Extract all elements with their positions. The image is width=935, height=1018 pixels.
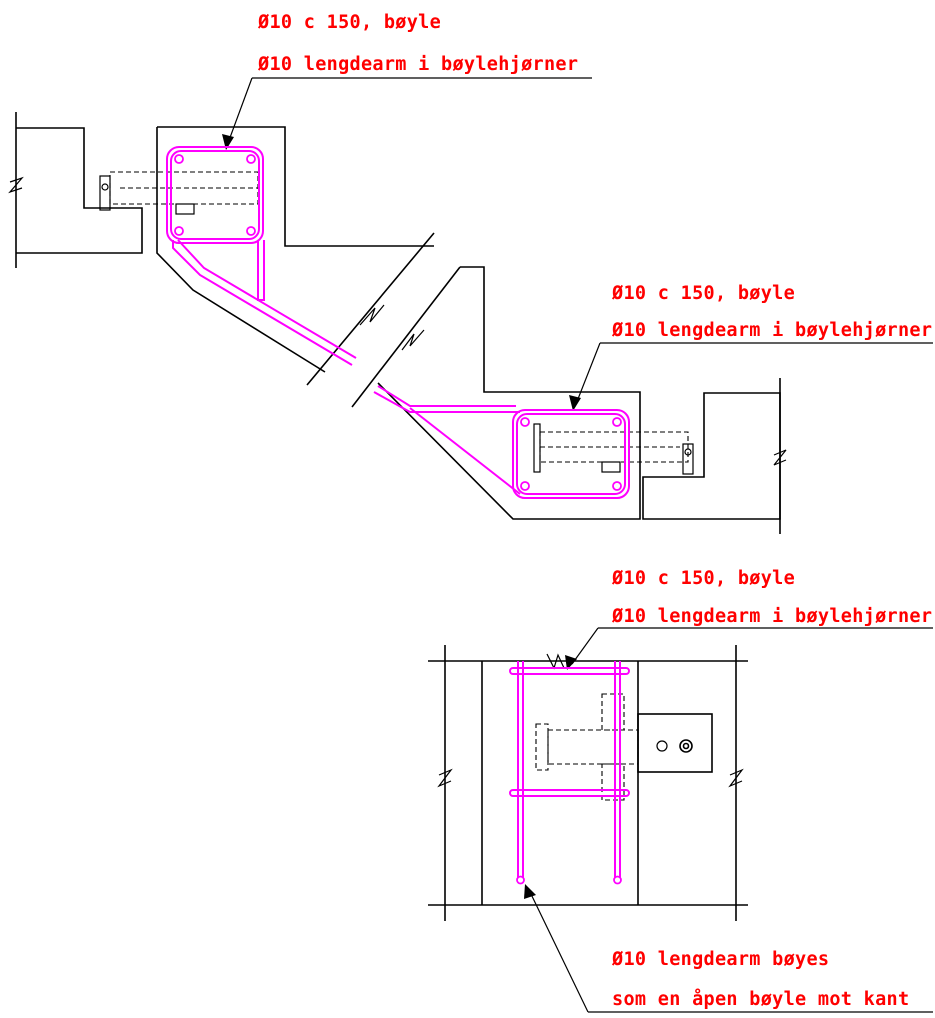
detail-3-top-break-symbol: [546, 653, 565, 670]
detail-1-label-stirrup: Ø10 c 150, bøyle: [257, 12, 441, 33]
detail-2-stirrup: [512, 409, 630, 499]
detail-2-pad: [601, 461, 621, 473]
detail-4-label-line-1: Ø10 lengdearm bøyes: [611, 949, 829, 970]
detail-3-label-stirrup: Ø10 c 150, bøyle: [611, 568, 795, 589]
detail-3-rebar-left: [517, 661, 524, 880]
detail-1-longbar-br: [246, 226, 256, 236]
detail-1-stirrup-inner: [170, 150, 260, 240]
detail-1-leader-line: [227, 77, 253, 144]
detail-2-bolt-head-icon: [684, 448, 692, 456]
detail-2-label-stirrup: Ø10 c 150, bøyle: [611, 283, 795, 304]
detail-4-leader-line: [529, 891, 589, 1013]
detail-2-label-longitudinal: Ø10 lengdearm i bøylehjørner: [611, 320, 932, 341]
detail-2-anchor-bolt: [682, 443, 694, 475]
detail-2-end-plate: [533, 423, 541, 473]
detail-3-bracket-plate: [637, 713, 713, 773]
detail-2-break-symbol: [773, 449, 787, 466]
detail-2-flight-bar-diagonal: [409, 407, 521, 495]
detail-2-leader-line: [575, 342, 601, 405]
detail-3-leader-line: [571, 627, 599, 665]
detail-2-lower-landing: Ø10 c 150, bøyle Ø10 lengdearm i bøylehj…: [351, 266, 933, 534]
detail-3-dowel-body: [547, 729, 639, 765]
detail-1-longbar-tl: [174, 154, 184, 164]
detail-4-arrowhead: [524, 884, 536, 899]
detail-3-bolt-hole-icon: [656, 740, 668, 752]
detail-4-label-line-2: som en åpen bøyle mot kant: [612, 988, 909, 1010]
detail-3-bolt-icon: [679, 739, 693, 753]
detail-3-rebar-end-right: [613, 875, 622, 885]
detail-3-rebar-end-left: [516, 875, 525, 885]
detail-3-right-break-symbol: [728, 768, 744, 788]
detail-2-flight-bar-top: [373, 391, 520, 413]
detail-2-flight-bar-top-2: [377, 385, 516, 407]
detail-3-stirrup-top: [509, 667, 630, 675]
detail-3-bottom-lug: [601, 763, 625, 801]
detail-1-section-break-symbol: [359, 304, 385, 326]
detail-1-longbar-tr: [246, 154, 256, 164]
detail-1-section-break-line: [306, 232, 435, 386]
detail-1-longbar-bl: [174, 226, 184, 236]
detail-3-left-break-symbol: [437, 768, 453, 788]
detail-1-stair-outline: [156, 126, 434, 373]
detail-1-flight-bar-bottom-2: [177, 239, 357, 359]
detail-3-end-plate: [535, 723, 549, 771]
detail-1-flight-bar-bottom: [172, 240, 353, 366]
detail-3-plan-view: Ø10 c 150, bøyle Ø10 lengdearm i bøylehj…: [428, 568, 933, 921]
detail-3-label-longitudinal: Ø10 lengdearm i bøylehjørner: [611, 606, 932, 627]
detail-2-longbar-br: [612, 481, 622, 491]
detail-2-section-break-line: [351, 266, 461, 408]
detail-2-stirrup-inner: [516, 413, 626, 495]
detail-1-stirrup: [166, 146, 264, 244]
detail-1-break-symbol: [8, 176, 24, 194]
detail-1-label-longitudinal: Ø10 lengdearm i bøylehjørner: [257, 54, 578, 75]
detail-3-arrowhead: [565, 655, 577, 670]
detail-2-right-slab: [642, 392, 781, 520]
detail-3-top-lug: [601, 693, 625, 731]
detail-2-section-break-symbol: [401, 329, 425, 351]
detail-2-longbar-tl: [520, 417, 530, 427]
detail-1-flight-bar-top: [257, 240, 265, 301]
detail-3-stirrup-bottom: [509, 789, 630, 797]
detail-2-arrowhead: [569, 395, 581, 411]
detail-3-rebar-right: [614, 661, 621, 880]
detail-1-pad: [175, 203, 195, 215]
detail-1-left-slab: [16, 127, 143, 254]
detail-2-stair-outline: [377, 266, 641, 520]
detail-2-longbar-bl: [520, 481, 530, 491]
detail-1-upper-landing: Ø10 c 150, bøyle Ø10 lengdearm i bøylehj…: [8, 12, 592, 386]
detail-1-anchor-bolt: [99, 175, 111, 211]
detail-3-bolt-core-icon: [682, 742, 690, 750]
detail-2-longbar-tr: [612, 417, 622, 427]
detail-4-note: Ø10 lengdearm bøyes som en åpen bøyle mo…: [524, 884, 933, 1013]
detail-1-bolt-head-icon: [101, 183, 109, 191]
